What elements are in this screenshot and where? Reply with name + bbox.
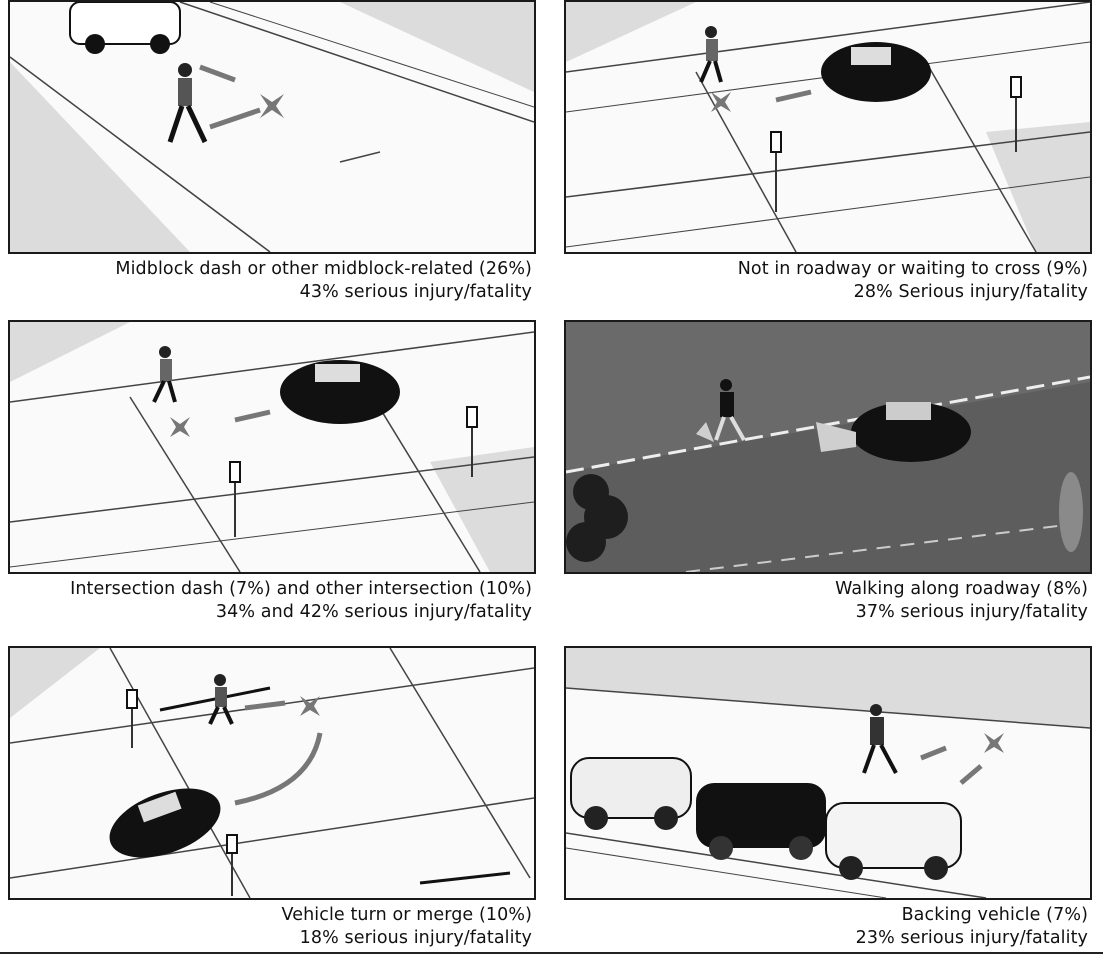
arrow-icon: [921, 748, 946, 758]
arrow-icon: [776, 92, 811, 100]
arrow-icon: [245, 703, 285, 708]
caption-line-1: Vehicle turn or merge (10%): [282, 904, 533, 927]
illustration-midblock-dash: [8, 0, 536, 254]
bottom-rule: [0, 952, 1103, 954]
caption-vehicle-turn: Vehicle turn or merge (10%) 18% serious …: [282, 904, 533, 950]
caption-intersection-dash: Intersection dash (7%) and other interse…: [70, 578, 532, 624]
caption-line-2: 28% Serious injury/fatality: [738, 281, 1088, 304]
illustration-not-in-roadway: [564, 0, 1092, 254]
caption-line-1: Backing vehicle (7%): [856, 904, 1088, 927]
arrow-icon: [235, 733, 320, 803]
caption-line-2: 37% serious injury/fatality: [835, 601, 1088, 624]
arrow-icon: [961, 766, 981, 783]
panel-midblock-dash: Midblock dash or other midblock-related …: [8, 0, 538, 310]
caption-line-2: 18% serious injury/fatality: [282, 927, 533, 950]
crash-point-icon: [984, 733, 1004, 753]
pedestrian-icon: [170, 63, 205, 142]
illustration-walking-along-roadway: [564, 320, 1092, 574]
caption-backing-vehicle: Backing vehicle (7%) 23% serious injury/…: [856, 904, 1088, 950]
caption-midblock-dash: Midblock dash or other midblock-related …: [115, 258, 532, 304]
caption-walking-along-roadway: Walking along roadway (8%) 37% serious i…: [835, 578, 1088, 624]
car-icon: [696, 783, 826, 860]
panel-intersection-dash: Intersection dash (7%) and other interse…: [8, 320, 538, 630]
panel-vehicle-turn: Vehicle turn or merge (10%) 18% serious …: [8, 646, 538, 956]
crash-point-icon: [260, 94, 284, 118]
caption-line-1: Intersection dash (7%) and other interse…: [70, 578, 532, 601]
panel-walking-along-roadway: Walking along roadway (8%) 37% serious i…: [564, 320, 1094, 630]
crash-point-icon: [711, 92, 731, 112]
arrow-icon: [200, 67, 260, 127]
caption-line-1: Walking along roadway (8%): [835, 578, 1088, 601]
panel-backing-vehicle: Backing vehicle (7%) 23% serious injury/…: [564, 646, 1094, 956]
caption-line-2: 43% serious injury/fatality: [115, 281, 532, 304]
illustration-vehicle-turn: [8, 646, 536, 900]
car-icon: [826, 803, 961, 880]
car-icon: [70, 2, 180, 54]
illustration-intersection-dash: [8, 320, 536, 574]
car-icon: [821, 42, 931, 102]
crash-point-icon: [300, 696, 320, 716]
crash-point-icon: [170, 417, 190, 437]
caption-line-1: Midblock dash or other midblock-related …: [115, 258, 532, 281]
pedestrian-icon: [864, 704, 896, 773]
pedestrian-icon: [154, 346, 175, 402]
car-icon: [100, 775, 230, 871]
car-icon: [280, 360, 400, 424]
car-icon: [571, 758, 691, 830]
caption-not-in-roadway: Not in roadway or waiting to cross (9%) …: [738, 258, 1088, 304]
arrow-icon: [235, 412, 270, 420]
caption-line-2: 34% and 42% serious injury/fatality: [70, 601, 532, 624]
caption-line-1: Not in roadway or waiting to cross (9%): [738, 258, 1088, 281]
panel-not-in-roadway: Not in roadway or waiting to cross (9%) …: [564, 0, 1094, 310]
caption-line-2: 23% serious injury/fatality: [856, 927, 1088, 950]
illustration-backing-vehicle: [564, 646, 1092, 900]
